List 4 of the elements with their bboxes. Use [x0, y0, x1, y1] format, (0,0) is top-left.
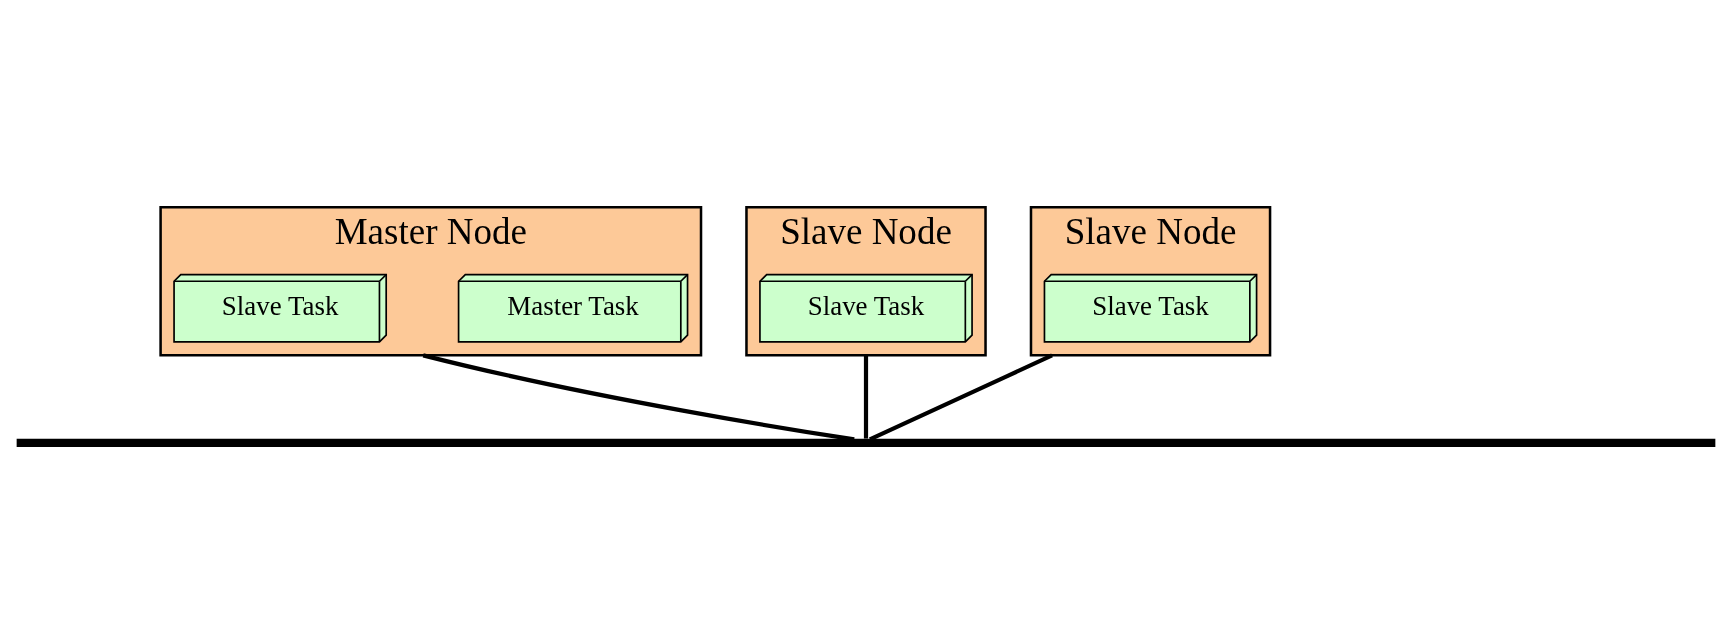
connector — [863, 355, 869, 439]
connector — [868, 353, 1053, 442]
connector — [422, 353, 855, 442]
node-bar — [16, 438, 1716, 448]
